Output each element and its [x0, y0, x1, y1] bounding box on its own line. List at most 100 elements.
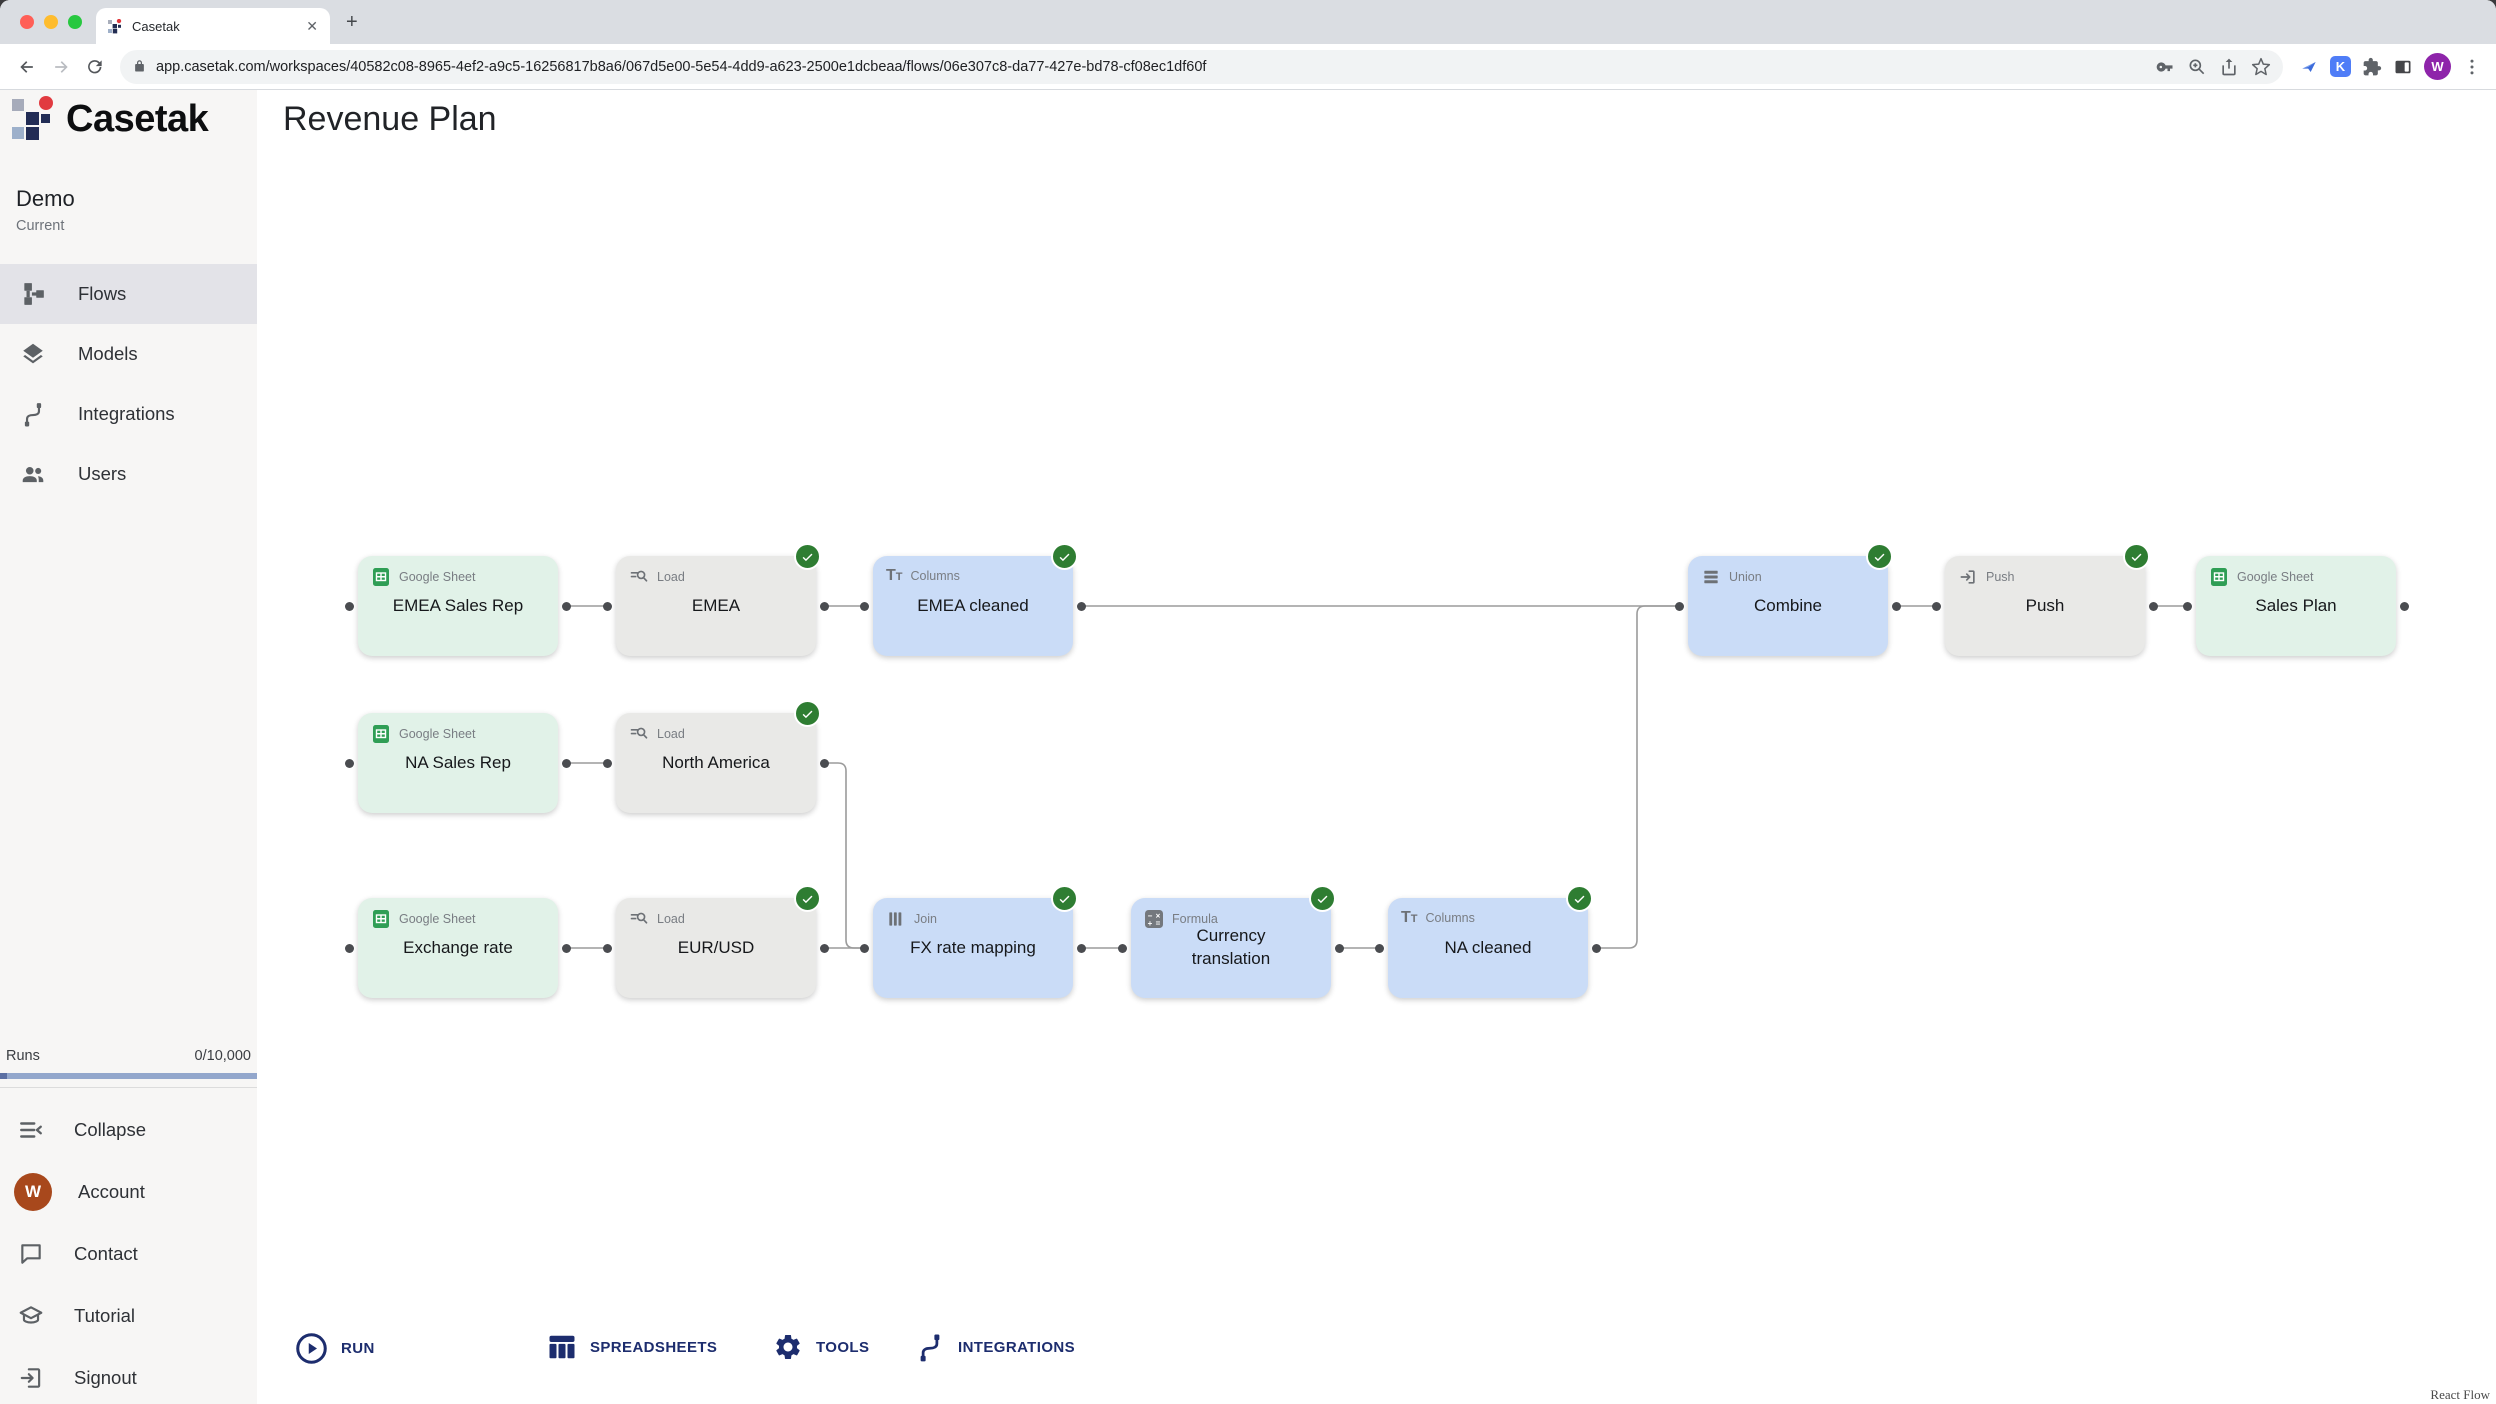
svg-text:×: ×: [1156, 912, 1161, 921]
input-handle[interactable]: [860, 943, 869, 953]
side-panel-icon[interactable]: [2393, 57, 2413, 77]
input-handle[interactable]: [1118, 943, 1127, 953]
sidebar-item-label: Contact: [74, 1243, 138, 1264]
password-key-icon[interactable]: [2155, 57, 2175, 77]
react-flow-attribution[interactable]: React Flow: [2430, 1387, 2490, 1402]
flow-node-exchange-rate[interactable]: Google Sheet Exchange rate: [345, 898, 571, 998]
node-title: North America: [662, 752, 770, 772]
sidebar-item-label: Collapse: [74, 1119, 146, 1140]
casetak-logo[interactable]: Casetak: [12, 96, 209, 142]
zoom-icon[interactable]: [2187, 57, 2207, 77]
sidebar-item-label: Tutorial: [74, 1305, 136, 1326]
sidebar-item-signout[interactable]: Signout: [0, 1347, 257, 1404]
run-button[interactable]: RUN: [295, 1332, 375, 1365]
forward-button[interactable]: [44, 50, 78, 84]
input-handle[interactable]: [1375, 943, 1384, 953]
url-text: app.casetak.com/workspaces/40582c08-8965…: [156, 58, 1207, 75]
sidebar: Casetak Demo Current Flows Models: [0, 90, 257, 1404]
extensions-puzzle-icon[interactable]: [2362, 57, 2382, 77]
integrations-button[interactable]: INTEGRATIONS: [915, 1332, 1075, 1362]
sidebar-item-flows[interactable]: Flows: [0, 264, 257, 324]
runs-value: 0/10,000: [194, 1048, 251, 1064]
output-handle[interactable]: [1592, 943, 1601, 953]
extension-k-icon[interactable]: K: [2330, 56, 2351, 77]
svg-text:+: +: [1148, 919, 1153, 928]
output-handle[interactable]: [1077, 601, 1086, 611]
input-handle[interactable]: [1675, 601, 1684, 611]
sidebar-item-users[interactable]: Users: [0, 444, 257, 504]
zoom-window-button[interactable]: [68, 15, 82, 29]
close-window-button[interactable]: [20, 15, 34, 29]
flow-node-currency-translation[interactable]: −×+= Formula Currency translation: [1118, 885, 1344, 998]
sidebar-item-contact[interactable]: Contact: [0, 1223, 257, 1285]
reload-button[interactable]: [78, 50, 112, 84]
sidebar-item-label: Models: [78, 343, 138, 364]
flow-node-emea-cleaned[interactable]: TT Columns EMEA cleaned: [860, 543, 1086, 656]
flow-node-combine[interactable]: Union Combine: [1675, 543, 1901, 656]
node-title: EUR/USD: [677, 937, 755, 957]
sidebar-item-collapse[interactable]: Collapse: [0, 1099, 257, 1161]
address-bar[interactable]: app.casetak.com/workspaces/40582c08-8965…: [120, 49, 2283, 84]
node-title: Sales Plan: [2255, 595, 2337, 615]
flow-node-na-sales-rep[interactable]: Google Sheet NA Sales Rep: [345, 713, 571, 813]
back-button[interactable]: [10, 50, 44, 84]
flow-node-emea-sales-rep[interactable]: Google Sheet EMEA Sales Rep: [345, 556, 571, 656]
output-handle[interactable]: [820, 758, 829, 768]
output-handle[interactable]: [1077, 943, 1086, 953]
browser-profile-avatar[interactable]: W: [2424, 53, 2451, 80]
minimize-window-button[interactable]: [44, 15, 58, 29]
output-handle[interactable]: [1892, 601, 1901, 611]
output-handle[interactable]: [562, 943, 571, 953]
node-title: Push: [2025, 595, 2065, 615]
flow-node-na-cleaned[interactable]: TT Columns NA cleaned: [1375, 885, 1601, 998]
output-handle[interactable]: [820, 943, 829, 953]
success-check-icon: [2123, 543, 2150, 570]
sidebar-item-models[interactable]: Models: [0, 324, 257, 384]
input-handle[interactable]: [345, 943, 354, 953]
output-handle[interactable]: [1335, 943, 1344, 953]
sidebar-item-integrations[interactable]: Integrations: [0, 384, 257, 444]
browser-tab[interactable]: Casetak ✕: [96, 8, 330, 44]
output-handle[interactable]: [2400, 601, 2409, 611]
flow-node-emea[interactable]: Load EMEA: [603, 543, 829, 656]
layers-icon: [23, 343, 43, 364]
new-tab-button[interactable]: +: [346, 11, 358, 33]
node-title: EMEA cleaned: [917, 595, 1029, 615]
input-handle[interactable]: [603, 758, 612, 768]
flow-node-fx-rate-mapping[interactable]: Join FX rate mapping: [860, 885, 1086, 998]
browser-toolbar: app.casetak.com/workspaces/40582c08-8965…: [0, 44, 2496, 90]
input-handle[interactable]: [603, 601, 612, 611]
input-handle[interactable]: [603, 943, 612, 953]
input-handle[interactable]: [345, 758, 354, 768]
share-icon[interactable]: [2219, 57, 2239, 77]
extension-plane-icon[interactable]: [2299, 57, 2319, 77]
input-handle[interactable]: [345, 601, 354, 611]
formula-icon: −×+=: [1145, 910, 1163, 928]
tab-close-icon[interactable]: ✕: [306, 18, 318, 34]
flow-node-north-america[interactable]: Load North America: [603, 700, 829, 813]
input-handle[interactable]: [2183, 601, 2192, 611]
flow-node-push[interactable]: Push Push: [1932, 543, 2158, 656]
bookmark-star-icon[interactable]: [2251, 57, 2271, 77]
success-check-icon: [794, 885, 821, 912]
output-handle[interactable]: [820, 601, 829, 611]
flow-node-eur-usd[interactable]: Load EUR/USD: [603, 885, 829, 998]
sidebar-item-tutorial[interactable]: Tutorial: [0, 1285, 257, 1347]
spreadsheets-button[interactable]: SPREADSHEETS: [547, 1332, 717, 1362]
casetak-logo-icon: [12, 96, 53, 140]
input-handle[interactable]: [1932, 601, 1941, 611]
flow-node-sales-plan[interactable]: Google Sheet Sales Plan: [2183, 556, 2409, 656]
svg-text:=: =: [1156, 919, 1161, 928]
output-handle[interactable]: [2149, 601, 2158, 611]
browser-menu-icon[interactable]: [2462, 57, 2482, 77]
runs-usage: Runs 0/10,000: [0, 1048, 257, 1079]
workspace-selector[interactable]: Demo Current: [16, 186, 75, 234]
output-handle[interactable]: [562, 758, 571, 768]
output-handle[interactable]: [562, 601, 571, 611]
runs-progress-bar: [0, 1073, 257, 1079]
flow-canvas[interactable]: Revenue Plan: [257, 90, 2496, 1404]
tools-button[interactable]: TOOLS: [773, 1332, 869, 1362]
input-handle[interactable]: [860, 601, 869, 611]
sidebar-item-account[interactable]: W Account: [0, 1161, 257, 1223]
success-check-icon: [1566, 885, 1593, 912]
